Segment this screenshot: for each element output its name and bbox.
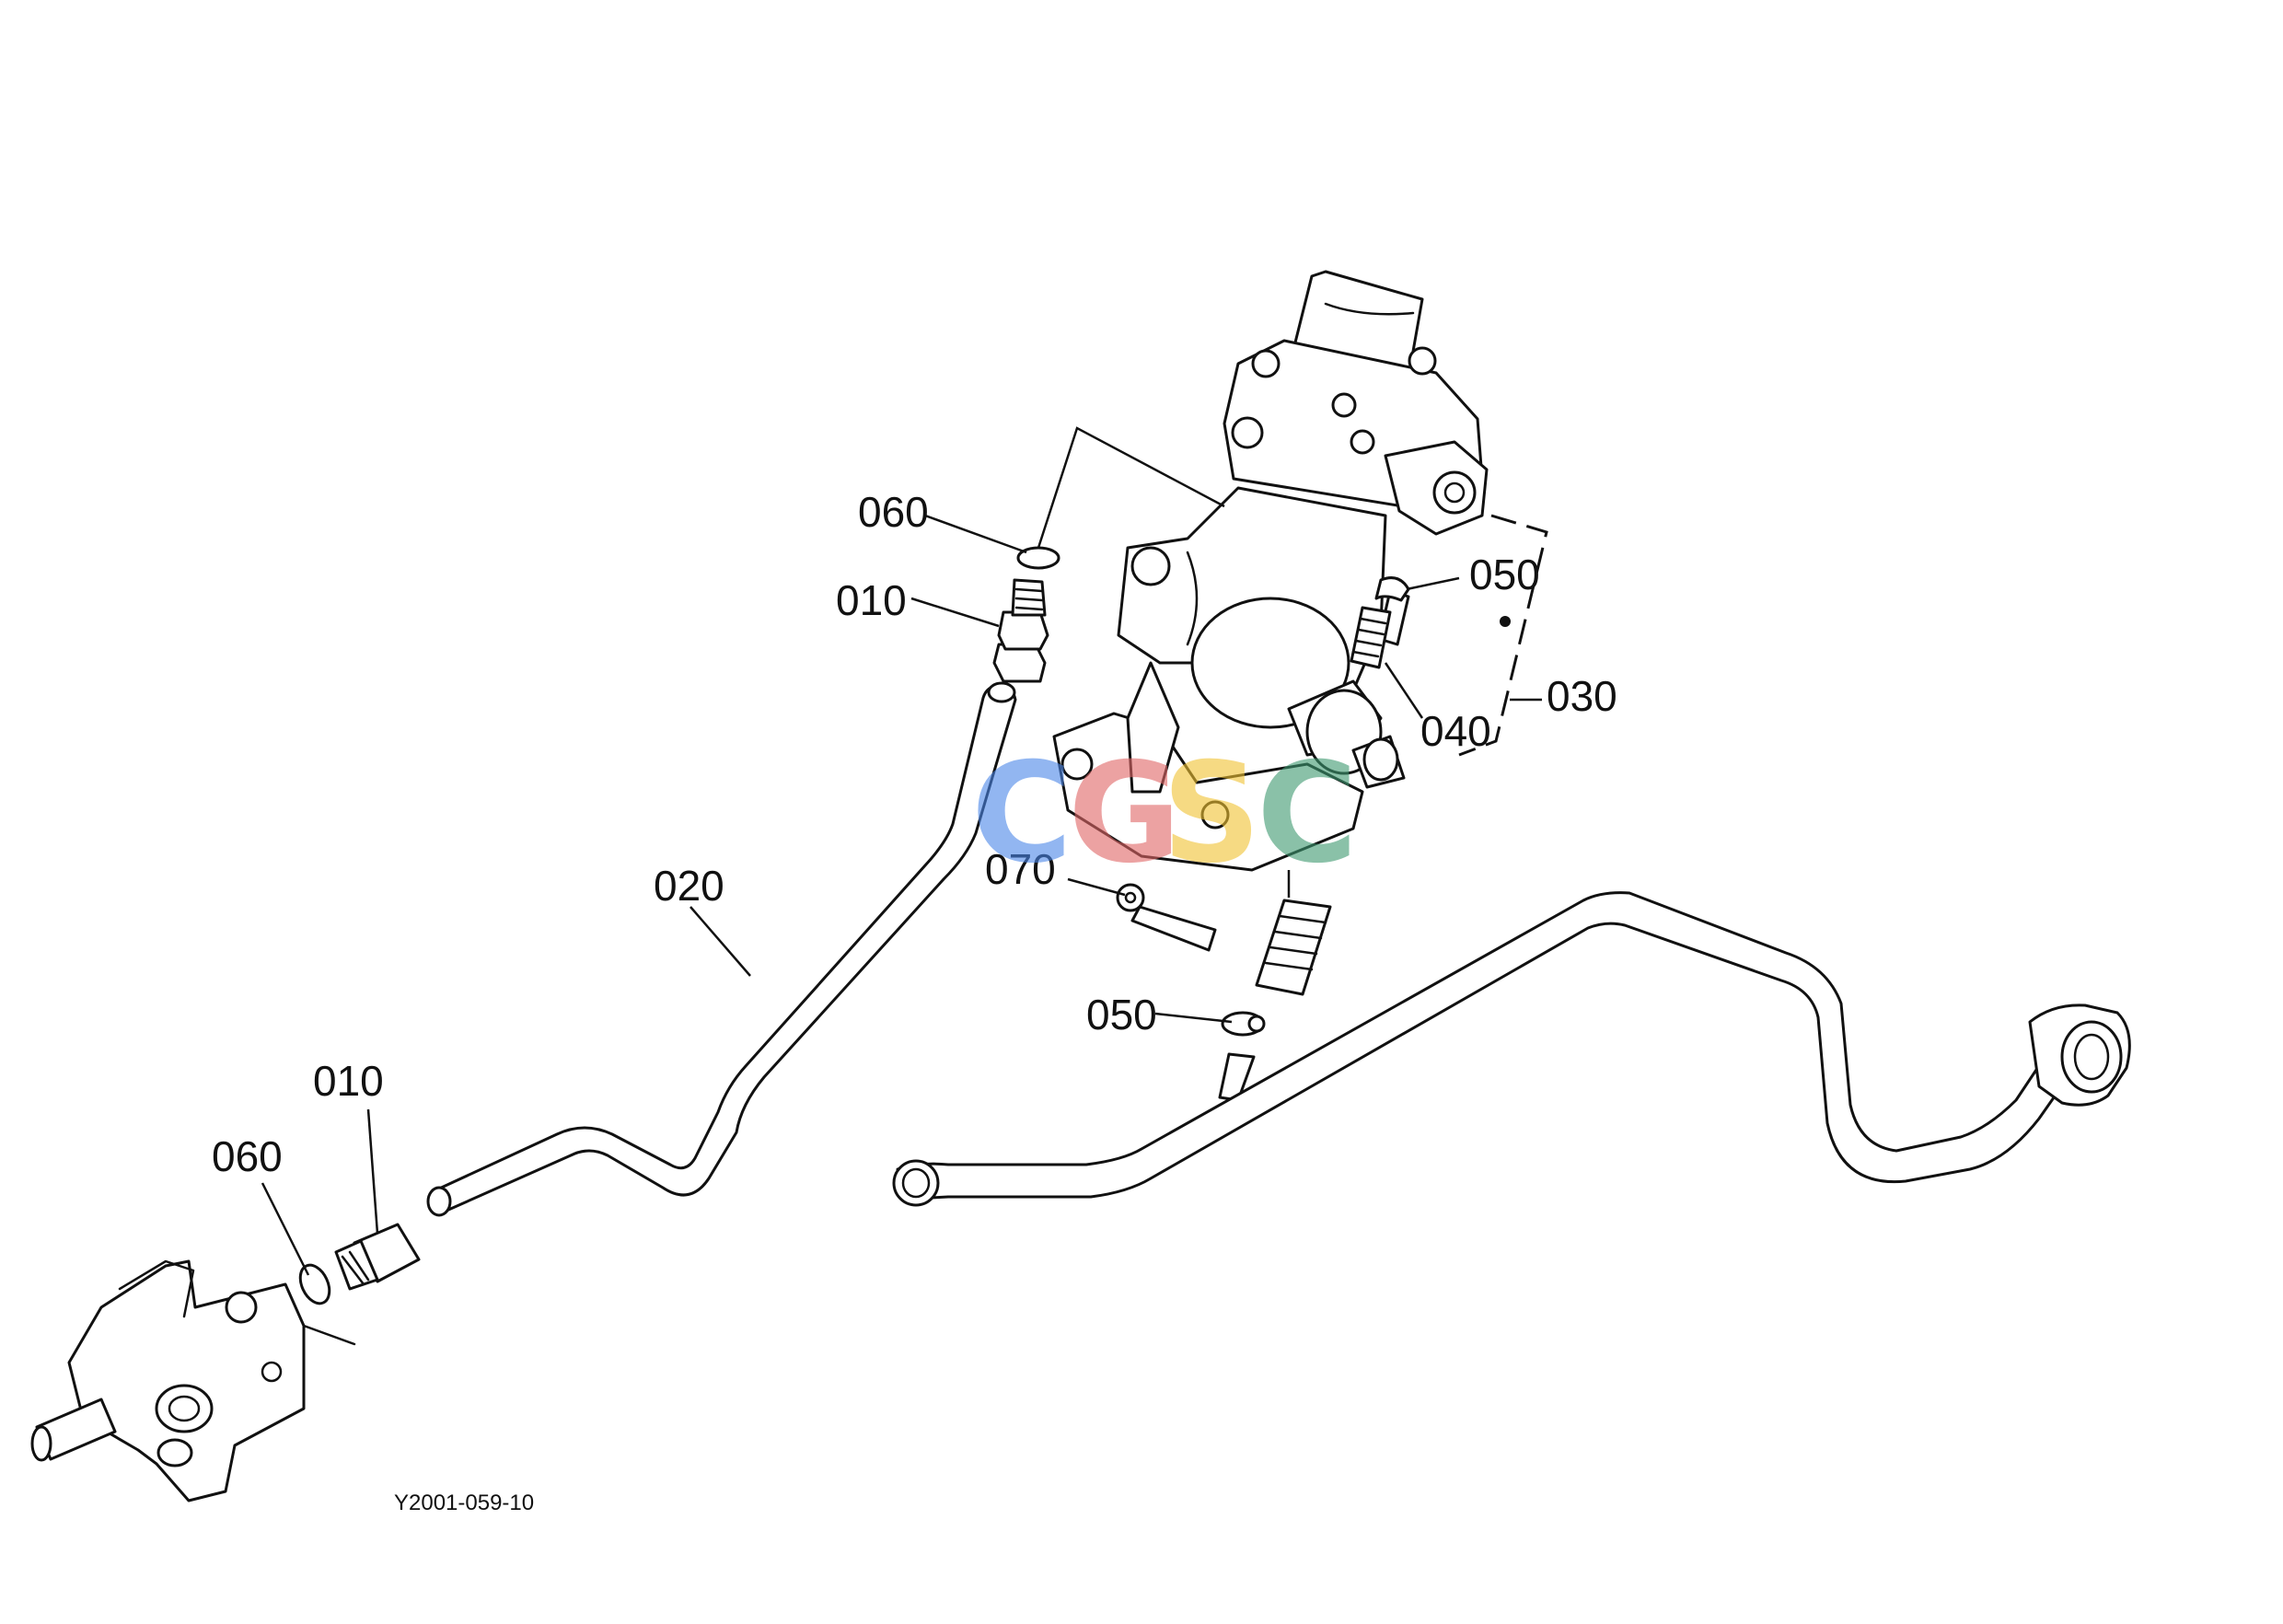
- watermark-letter: C: [1257, 734, 1358, 894]
- drawing-code: Y2001-059-10: [394, 1491, 534, 1515]
- callout-070: 070: [985, 845, 1056, 893]
- callout-060-top: 060: [858, 488, 929, 536]
- callout-050-top: 050: [1469, 551, 1540, 598]
- steering-gearbox: [1052, 270, 1489, 872]
- watermark-letter: S: [1162, 734, 1261, 894]
- fitting-010-upper: [992, 578, 1049, 683]
- clamp-070: [1116, 883, 1217, 952]
- callout-020: 020: [654, 862, 724, 910]
- hose-040: [1350, 606, 1392, 669]
- control-valve: [30, 1259, 356, 1502]
- callout-060-bottom: 060: [212, 1132, 283, 1180]
- watermark-letter: G: [1068, 734, 1181, 894]
- watermark-letter: C: [971, 734, 1072, 894]
- callout-040: 040: [1420, 707, 1491, 755]
- callout-050-bottom: 050: [1086, 991, 1157, 1038]
- callout-030: 030: [1547, 672, 1617, 720]
- o-ring-060-lower: [298, 1263, 331, 1305]
- callout-010-top: 010: [836, 576, 907, 624]
- watermark-logo: C G S C: [971, 734, 1358, 894]
- callout-010-bottom: 010: [313, 1057, 384, 1105]
- fitting-010-lower: [334, 1223, 421, 1291]
